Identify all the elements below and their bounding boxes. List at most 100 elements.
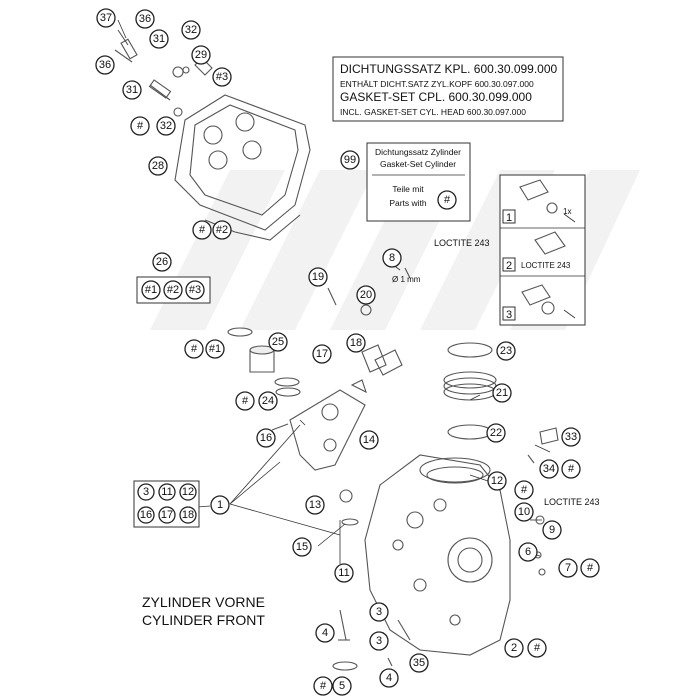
callout-label: 10 [518, 506, 530, 518]
gasket-line-4: INCL. GASKET-SET CYL. HEAD 600.30.097.00… [340, 107, 526, 117]
oring-dimension: Ø 1 mm [392, 275, 421, 284]
cyl-box-line-3: Teile mit [392, 184, 424, 194]
callout-circle [313, 676, 333, 696]
callout-circle [496, 341, 516, 361]
callout-circle [369, 602, 389, 622]
callout-label: 29 [195, 49, 207, 61]
step-1-label: 1 [506, 212, 512, 224]
callout-label: 12 [491, 475, 503, 487]
step-2-label: 2 [506, 260, 512, 272]
callout-label: 24 [262, 395, 274, 407]
cyl-box-line-2: Gasket-Set Cylinder [380, 159, 456, 169]
callout-label: 7 [565, 562, 571, 574]
callout-circle [135, 9, 155, 29]
callout-label: # [242, 395, 249, 407]
callout-circle [130, 116, 150, 136]
callout-circle [95, 55, 115, 75]
callout-label: # [521, 484, 528, 496]
callout-label: 36 [99, 59, 111, 71]
callout-circle [156, 116, 176, 136]
set-99-callout: 99 [340, 150, 360, 170]
callout-circle [359, 430, 379, 450]
callout-label: 13 [309, 499, 321, 511]
callout-label: 2 [511, 642, 517, 654]
callout-label: 1 [217, 499, 223, 511]
callout-label: 11 [338, 567, 349, 579]
callout-label: 33 [565, 431, 577, 443]
callout-label: 37 [100, 12, 112, 24]
callout-label: 14 [363, 434, 375, 446]
group-1-item-2: 11 [161, 486, 172, 498]
callout-label: # [320, 680, 327, 692]
callout-label: 16 [260, 432, 272, 444]
group-26-item-3: #3 [189, 284, 201, 296]
group-1-item-5: 17 [161, 509, 173, 521]
cylinder-head [289, 349, 403, 471]
gasket-set-box: DICHTUNGSSATZ KPL. 600.30.099.000 ENTHÄL… [332, 56, 564, 122]
cylinder-gasket-box: Dichtungssatz Zylinder Gasket-Set Cylind… [366, 142, 471, 222]
callout-circle [486, 423, 506, 443]
gasket-line-1: DICHTUNGSSATZ KPL. 600.30.099.000 [340, 62, 558, 76]
callout-label: # [137, 120, 144, 132]
group-1-item-6: 18 [182, 509, 194, 521]
callout-circle [292, 537, 312, 557]
cyl-box-hash-circle [437, 190, 457, 210]
callout-label: # [534, 642, 541, 654]
callout-label: 8 [389, 252, 395, 264]
callout-circle [149, 29, 169, 49]
callout-label: 34 [543, 463, 555, 475]
group-26-label: 26 [156, 256, 168, 268]
title-de: ZYLINDER VORNE [142, 594, 265, 610]
callout-circle [256, 428, 276, 448]
callout-circle [334, 563, 354, 583]
callout-circle [268, 332, 288, 352]
piston-rings [227, 327, 497, 440]
callout-label: # [191, 343, 198, 355]
callout-label: # [587, 562, 594, 574]
callout-label: 35 [413, 657, 425, 669]
step-3-label: 3 [506, 309, 512, 321]
gasket-line-2: ENTHÄLT DICHT.SATZ ZYL.KOPF 600.30.097.0… [340, 79, 534, 89]
callout-circle [332, 676, 352, 696]
callout-circle [514, 480, 534, 500]
group-26: 26 #1 #2 #3 [136, 252, 211, 304]
callout-label: 32 [185, 24, 197, 36]
callout-circle [409, 653, 429, 673]
callout-label: 15 [296, 541, 308, 553]
callout-circle [518, 542, 538, 562]
callout-circle [558, 558, 578, 578]
group-1-item-4: 16 [140, 509, 152, 521]
callout-circle [122, 80, 142, 100]
callout-label: 25 [272, 336, 284, 348]
callout-label: 4 [322, 627, 328, 639]
callout-label: 18 [350, 337, 362, 349]
callout-circle [181, 20, 201, 40]
callout-label: 9 [549, 524, 555, 536]
callout-circle [379, 668, 399, 688]
callout-label: 21 [496, 387, 508, 399]
callout-circle [148, 156, 168, 176]
callout-circle [561, 427, 581, 447]
group-1-item-3: 12 [182, 486, 194, 498]
title-en: CYLINDER FRONT [142, 612, 265, 628]
cyl-box-line-1: Dichtungssatz Zylinder [375, 147, 461, 157]
callout-label: 31 [153, 33, 165, 45]
callout-label: 31 [126, 84, 138, 96]
callout-circle [205, 339, 225, 359]
callout-label: 32 [160, 120, 172, 132]
group-1-item-1: 3 [143, 486, 149, 498]
callout-circle [184, 339, 204, 359]
callout-label: 5 [339, 680, 345, 692]
callout-circle [542, 520, 562, 540]
step-2-loctite: LOCTITE 243 [521, 261, 571, 270]
callout-circle [487, 471, 507, 491]
callout-label: 23 [500, 345, 512, 357]
callout-circle [312, 344, 332, 364]
cylinder-block [364, 454, 511, 656]
callout-circle [561, 459, 581, 479]
gasket-line-3: GASKET-SET CPL. 600.30.099.000 [340, 90, 532, 104]
callout-circle [96, 8, 116, 28]
callout-label: 6 [525, 546, 531, 558]
